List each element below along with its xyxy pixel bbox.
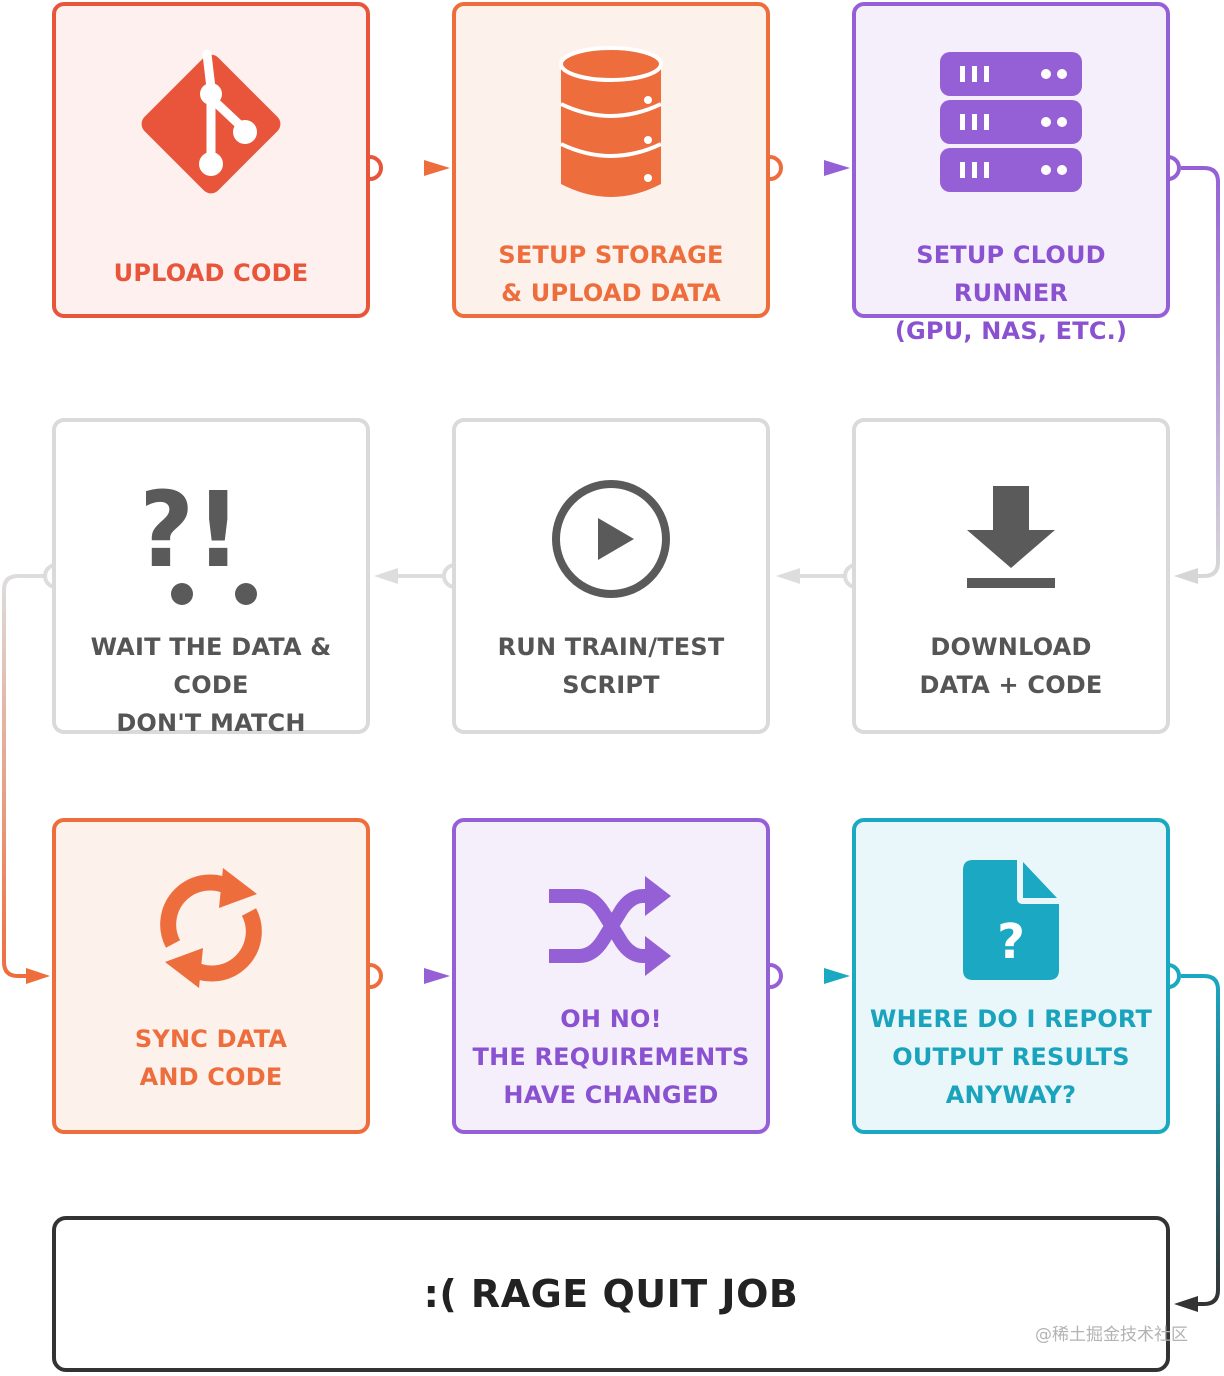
step-wait-mismatch: ?! WAIT THE DATA & CODE DON'T MATCH	[52, 418, 370, 737]
step-label: WHERE DO I REPORT OUTPUT RESULTS ANYWAY?	[869, 1005, 1153, 1109]
git-icon	[56, 42, 366, 206]
step-setup-cloud-runner: SETUP CLOUD RUNNER (GPU, NAS, ETC.)	[852, 2, 1170, 345]
connector-sync-to-requirements	[357, 963, 450, 989]
step-report-results: ? WHERE DO I REPORT OUTPUT RESULTS ANYWA…	[852, 818, 1170, 1134]
step-label: SETUP STORAGE & UPLOAD DATA	[498, 241, 724, 307]
watermark: @稀土掘金技术社区	[1035, 1325, 1188, 1345]
svg-text:?: ?	[997, 914, 1025, 970]
database-icon	[456, 46, 766, 202]
step-label: SYNC DATA AND CODE	[134, 1025, 288, 1091]
step-label: OH NO! THE REQUIREMENTS HAVE CHANGED	[472, 1005, 750, 1109]
step-label: UPLOAD CODE	[113, 259, 309, 287]
play-circle-icon	[456, 478, 766, 600]
step-setup-storage: SETUP STORAGE & UPLOAD DATA	[452, 2, 770, 318]
sync-icon	[56, 866, 366, 990]
download-icon	[856, 486, 1166, 590]
step-download-data-code: DOWNLOAD DATA + CODE	[852, 418, 1170, 734]
question-exclamation-icon: ?!	[56, 466, 366, 606]
file-question-icon: ?	[856, 860, 1166, 980]
step-label: SETUP CLOUD RUNNER (GPU, NAS, ETC.)	[894, 241, 1128, 345]
step-requirements-changed: OH NO! THE REQUIREMENTS HAVE CHANGED	[452, 818, 770, 1134]
step-label: RUN TRAIN/TEST SCRIPT	[497, 633, 725, 699]
connector-upload-to-storage	[357, 155, 450, 181]
shuffle-icon	[456, 876, 766, 980]
step-label: WAIT THE DATA & CODE DON'T MATCH	[90, 633, 332, 737]
step-rage-quit-job: :( RAGE QUIT JOB	[52, 1216, 1170, 1372]
step-run-train-test: RUN TRAIN/TEST SCRIPT	[452, 418, 770, 734]
final-label: :( RAGE QUIT JOB	[423, 1272, 799, 1316]
step-label: DOWNLOAD DATA + CODE	[919, 633, 1103, 699]
step-sync-data-code: SYNC DATA AND CODE	[52, 818, 370, 1134]
svg-text:?!: ?!	[146, 469, 242, 591]
step-upload-code: UPLOAD CODE	[52, 2, 370, 318]
connector-storage-to-cloud	[757, 155, 850, 181]
connector-requirements-to-report	[757, 963, 850, 989]
server-stack-icon	[856, 52, 1166, 194]
